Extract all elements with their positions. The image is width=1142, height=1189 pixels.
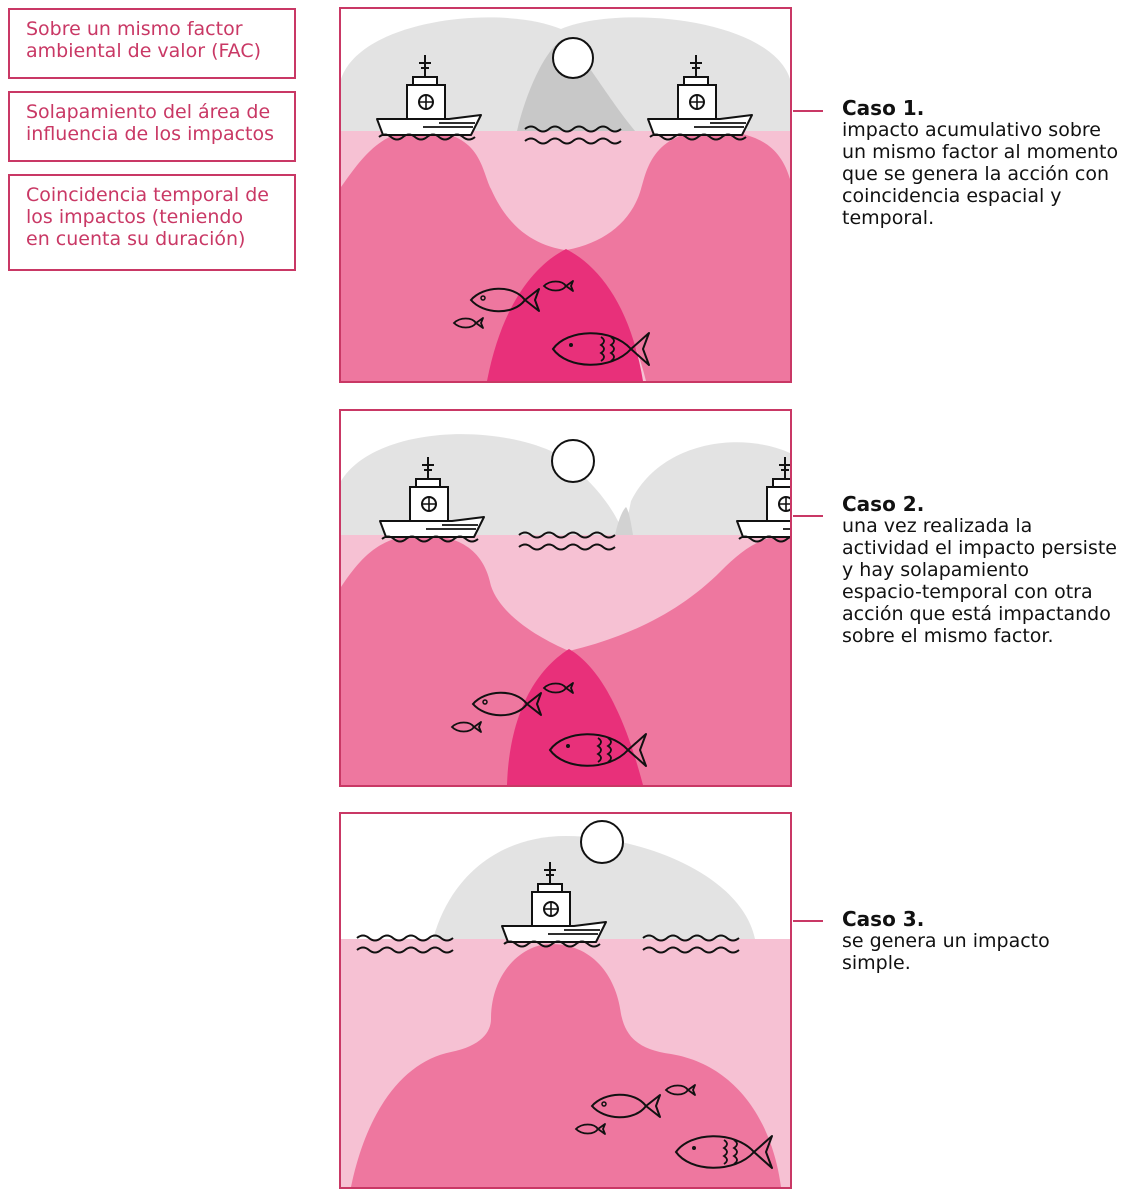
impact-zone-sky <box>433 836 755 939</box>
case-line: que se genera la acción con <box>842 163 1110 185</box>
criterion-line: Solapamiento del área de <box>26 101 271 123</box>
case-title: Caso 1. <box>842 96 925 120</box>
criterion-line: ambiental de valor (FAC) <box>26 40 262 62</box>
impact-zone-sky-right <box>624 442 790 535</box>
case-line: temporal. <box>842 207 935 229</box>
case-line: una vez realizada la <box>842 515 1033 537</box>
case-title: Caso 2. <box>842 492 925 516</box>
case-line: y hay solapamiento <box>842 559 1029 581</box>
sun-icon <box>552 37 594 79</box>
case-2-description: Caso 2. una vez realizada la actividad e… <box>842 493 1142 647</box>
impact-zone-right <box>561 131 790 381</box>
criterion-line: Coincidencia temporal de <box>26 184 269 206</box>
case-line: simple. <box>842 952 911 974</box>
case-line: se genera un impacto <box>842 930 1050 952</box>
criterion-line: en cuenta su duración) <box>26 228 246 250</box>
case-line: acción que está impactando <box>842 603 1111 625</box>
case-line: coincidencia espacial y <box>842 185 1062 207</box>
criterion-box-temporal: Coincidencia temporal de los impactos (t… <box>8 174 296 271</box>
case-title: Caso 3. <box>842 907 925 931</box>
case-line: espacio-temporal con otra <box>842 581 1093 603</box>
case-3-illustration <box>339 812 792 1189</box>
impact-zone <box>351 944 781 1187</box>
impact-zone-sky-overlap <box>615 507 633 535</box>
leader-line <box>793 920 823 922</box>
impact-zone-sky-right <box>556 17 790 131</box>
impact-zone-sky-overlap <box>517 39 635 131</box>
criterion-line: influencia de los impactos <box>26 123 275 145</box>
sun-icon <box>580 820 624 864</box>
case-1-illustration <box>339 7 792 383</box>
case-line: actividad el impacto persiste <box>842 537 1117 559</box>
impact-zone-right <box>569 535 790 785</box>
case-line: un mismo factor al momento <box>842 141 1119 163</box>
criterion-box-overlap: Solapamiento del área de influencia de l… <box>8 91 296 162</box>
impact-zone-overlap <box>507 649 643 785</box>
leader-line <box>793 515 823 517</box>
criterion-box-fac: Sobre un mismo factor ambiental de valor… <box>8 8 296 79</box>
criterion-line: los impactos (teniendo <box>26 206 244 228</box>
case-3-description: Caso 3. se genera un impacto simple. <box>842 908 1142 974</box>
case-line: impacto acumulativo sobre <box>842 119 1101 141</box>
leader-line <box>793 110 823 112</box>
case-2-illustration <box>339 409 792 787</box>
impact-zone-left <box>341 535 569 785</box>
case-1-description: Caso 1. impacto acumulativo sobre un mis… <box>842 97 1142 229</box>
impact-zone-sky-left <box>341 17 566 131</box>
criterion-line: Sobre un mismo factor <box>26 18 243 40</box>
case-line: sobre el mismo factor. <box>842 625 1054 647</box>
sun-icon <box>551 439 595 483</box>
